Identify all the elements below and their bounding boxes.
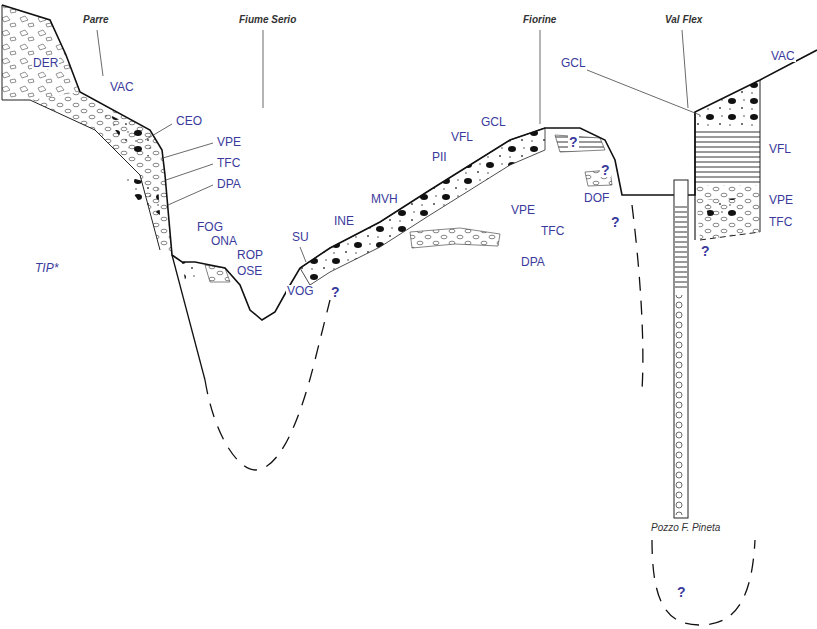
unit-code: INE (333, 215, 355, 227)
unit-code: ROP (236, 249, 264, 261)
unit-code: VFL (768, 143, 792, 155)
uncertain-mark: ? (330, 285, 341, 299)
unit-code: SU (291, 231, 310, 243)
unit-code: VPE (216, 136, 242, 148)
place-name: Val Flex (664, 15, 703, 25)
uncertain-mark: ? (568, 135, 579, 149)
unit-code: DER (32, 57, 59, 69)
uncertain-mark: ? (700, 244, 711, 258)
unit-code: DPA (520, 256, 546, 268)
uncertain-mark: ? (676, 585, 687, 599)
unit-code: Pozzo F. Pineta (650, 523, 721, 533)
unit-code: FOG (196, 221, 224, 233)
unit-code: TIP* (34, 262, 59, 274)
uncertain-mark: ? (600, 163, 611, 177)
unit-code: GCL (560, 57, 587, 69)
unit-code: TFC (216, 157, 241, 169)
unit-code: TFC (768, 216, 793, 228)
unit-code: CEO (175, 115, 203, 127)
unit-code: VFL (450, 131, 474, 143)
unit-code: VAC (109, 81, 135, 93)
place-name: Parre (82, 15, 110, 25)
unit-code: MVH (370, 193, 399, 205)
unit-code: TFC (540, 225, 565, 237)
place-name: Fiume Serio (238, 15, 297, 25)
unit-code: DOF (583, 192, 610, 204)
unit-code: OSE (236, 265, 263, 277)
uncertain-mark: ? (610, 215, 621, 229)
place-name: Fiorine (522, 15, 557, 25)
unit-code: DPA (216, 178, 242, 190)
unit-code: VPE (510, 204, 536, 216)
unit-code: GCL (480, 116, 507, 128)
unit-code: PII (431, 151, 448, 163)
unit-code: VAC (770, 50, 796, 62)
unit-code: ONA (210, 235, 238, 247)
unit-code: VOG (286, 285, 315, 297)
unit-code: VPE (768, 194, 794, 206)
